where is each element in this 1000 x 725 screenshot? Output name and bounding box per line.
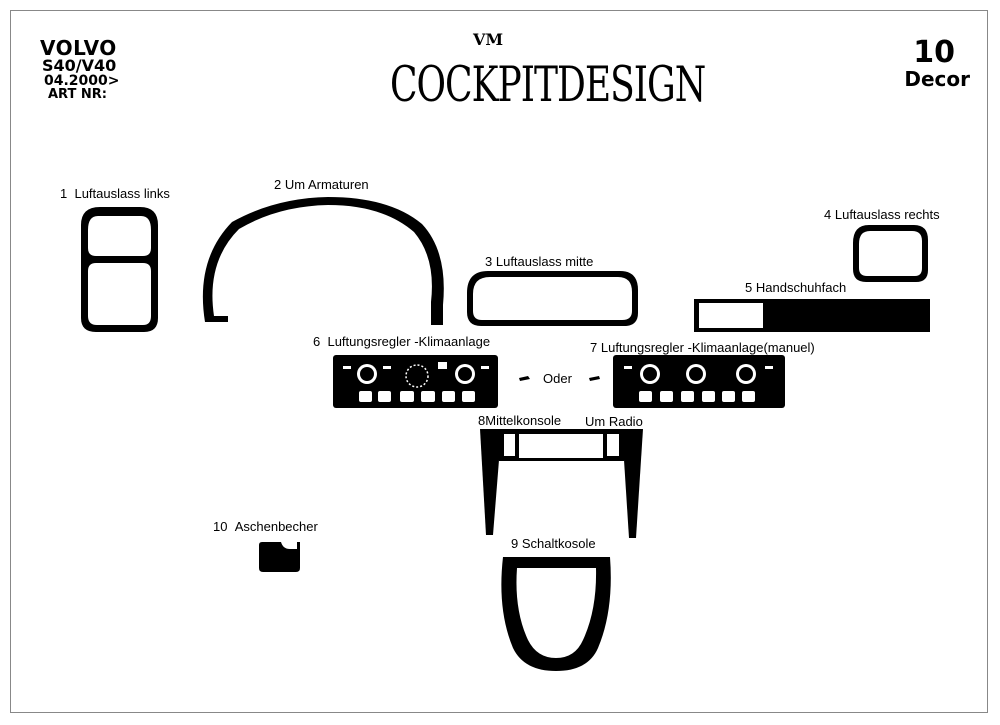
label-part-7: 7 Luftungsregler -Klimaanlage(manuel) bbox=[590, 340, 815, 355]
part-7-shape bbox=[613, 355, 785, 408]
label-part-6: 6 Luftungsregler -Klimaanlage bbox=[313, 334, 491, 349]
art-nr-label: ART NR: bbox=[48, 87, 107, 102]
part-1-shape bbox=[81, 207, 158, 332]
oder-label: Oder bbox=[543, 371, 572, 386]
label-part-10: 10 Aschenbecher bbox=[213, 519, 318, 534]
vehicle-info: VOLVO S40/V40 04.2000> ART NR: bbox=[40, 38, 120, 101]
part-3-shape bbox=[467, 271, 638, 326]
date-label: 04.2000> bbox=[44, 73, 120, 89]
part-8-shape bbox=[480, 429, 643, 538]
model-label: S40/V40 bbox=[42, 56, 117, 75]
set-number: 10 bbox=[913, 35, 955, 70]
part-10-shape bbox=[259, 542, 300, 572]
label-part-2: 2 Um Armaturen bbox=[274, 177, 369, 192]
label-part-8-radio: Um Radio bbox=[585, 414, 643, 429]
part-6-shape bbox=[333, 355, 498, 408]
set-info: 10 Decor bbox=[904, 35, 970, 91]
oder-dashes bbox=[519, 376, 600, 381]
set-type: Decor bbox=[904, 67, 970, 91]
label-part-9: 9 Schaltkosole bbox=[511, 536, 596, 551]
label-part-8: 8Mittelkonsole bbox=[478, 413, 562, 428]
sheet-frame bbox=[10, 10, 988, 713]
label-part-3: 3 Luftauslass mitte bbox=[485, 254, 594, 269]
label-part-1: 1 Luftauslass links bbox=[60, 186, 170, 201]
logo-mark: VM bbox=[473, 30, 504, 49]
part-5-shape bbox=[694, 299, 930, 332]
part-2-shape bbox=[202, 197, 444, 325]
part-4-shape bbox=[853, 225, 928, 282]
label-part-5: 5 Handschuhfach bbox=[745, 280, 847, 295]
label-part-4: 4 Luftauslass rechts bbox=[824, 207, 940, 222]
part-9-shape bbox=[501, 557, 611, 671]
brand-label: VOLVO bbox=[40, 36, 117, 60]
